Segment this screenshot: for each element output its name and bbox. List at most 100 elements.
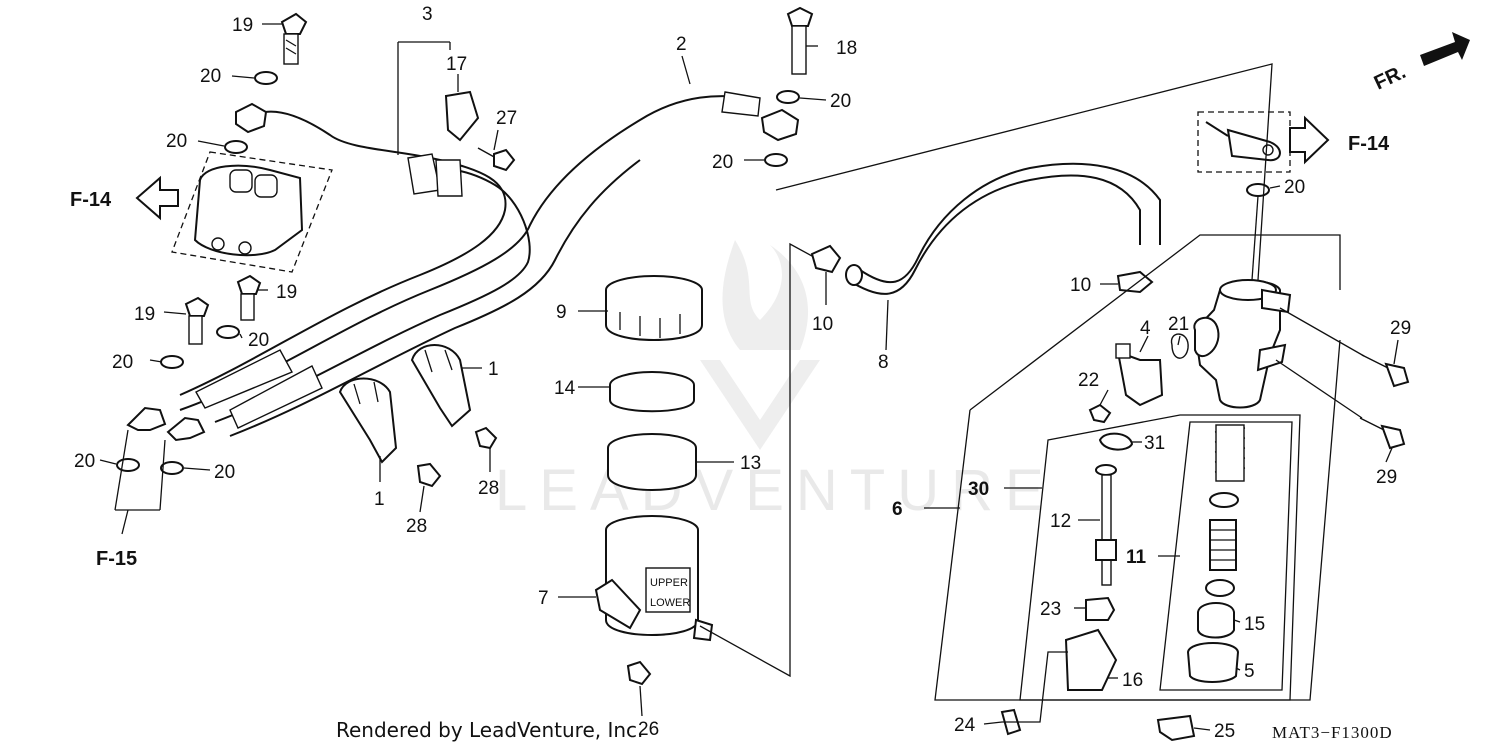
callout-22: 22	[1078, 370, 1099, 391]
reservoir-hose-8	[845, 162, 1161, 295]
direction-arrow-icon	[1420, 32, 1470, 66]
callout-13: 13	[740, 453, 761, 474]
screw-22	[1088, 403, 1112, 424]
banjo-bolt-19-lower-left	[184, 296, 210, 345]
washer-20	[764, 153, 788, 167]
callout-15: 15	[1244, 614, 1265, 635]
boot-5	[1186, 642, 1240, 683]
circlip-15	[1197, 602, 1235, 639]
reservoir-7: UPPER LOWER	[594, 515, 714, 642]
push-rod-12	[1095, 464, 1117, 586]
callout-4: 4	[1140, 318, 1151, 339]
leader-lines	[99, 23, 1399, 731]
callout-21: 21	[1168, 314, 1189, 335]
callout-18: 18	[836, 38, 857, 59]
callout-20: 20	[1284, 177, 1305, 198]
washer-20	[1246, 183, 1270, 197]
banjo-fitting	[166, 416, 206, 442]
reference-arrow-icon	[1289, 115, 1330, 165]
hose-clamp-17	[444, 90, 480, 142]
watermark-text: LEADVENTURE	[495, 458, 1056, 523]
washer-20	[216, 325, 240, 339]
callout-28: 28	[478, 478, 499, 499]
bolt-28	[416, 462, 442, 488]
bolt-27	[477, 147, 516, 172]
callouts: 19 3 17 2 18 20 20 27 20 20 F-14 F-14 20…	[70, 4, 1411, 742]
callout-19: 19	[232, 15, 253, 36]
f14-reference-box	[1197, 111, 1291, 173]
hose-clamp-1-right	[410, 344, 472, 428]
master-cylinder	[1193, 279, 1292, 409]
callout-12: 12	[1050, 511, 1071, 532]
ref-f15: F-15	[96, 548, 137, 570]
hose-clamp-1-left	[338, 377, 398, 464]
callout-20: 20	[74, 451, 95, 472]
callout-20: 20	[166, 131, 187, 152]
callout-7: 7	[538, 588, 549, 609]
lower-mark: LOWER	[650, 597, 690, 609]
callout-25: 25	[1214, 721, 1235, 742]
diagram-code: MAT3−F1300D	[1272, 723, 1393, 742]
banjo-fitting	[760, 108, 800, 142]
callout-5: 5	[1244, 661, 1255, 682]
cotter-25	[1156, 714, 1196, 742]
joint-16	[1064, 628, 1118, 691]
washer-20	[254, 71, 278, 85]
bolt-29-upper	[1361, 354, 1410, 388]
callout-14: 14	[554, 378, 576, 399]
footer-text: Rendered by LeadVenture, Inc.	[336, 718, 643, 742]
callout-17: 17	[446, 54, 467, 75]
callout-20: 20	[214, 462, 235, 483]
callout-9: 9	[556, 302, 567, 323]
bolt-28	[474, 426, 498, 450]
reservoir-cap-9	[605, 275, 703, 341]
nut-23	[1085, 596, 1116, 621]
banjo-bolt-19-lower-right	[236, 274, 262, 321]
bolt-26	[626, 660, 652, 686]
joint-4	[1115, 343, 1164, 407]
kit-30-frame	[1019, 414, 1301, 701]
banjo-fitting	[126, 406, 167, 431]
callout-30: 30	[968, 479, 989, 500]
callout-10: 10	[1070, 275, 1091, 296]
ref-f14-right: F-14	[1348, 133, 1390, 155]
callout-27: 27	[496, 108, 517, 129]
callout-1: 1	[374, 489, 385, 510]
bolt-29-lower	[1359, 417, 1406, 450]
ref-f14-left: F-14	[70, 189, 112, 211]
hose-clip-10-left	[810, 244, 842, 274]
callout-2: 2	[676, 34, 687, 55]
callout-20: 20	[112, 352, 133, 373]
upper-mark: UPPER	[650, 577, 688, 589]
callout-20: 20	[248, 330, 269, 351]
callout-26: 26	[638, 719, 659, 740]
callout-20: 20	[200, 66, 221, 87]
callout-11: 11	[1126, 547, 1147, 568]
callout-1: 1	[488, 359, 499, 380]
direction-label: FR.	[1371, 61, 1409, 95]
callout-28: 28	[406, 516, 427, 537]
washer-20	[160, 355, 184, 369]
banjo-fitting	[235, 102, 268, 134]
callout-29: 29	[1390, 318, 1411, 339]
diaphragm-13	[607, 433, 697, 491]
callout-19: 19	[276, 282, 297, 303]
diaphragm-plate-14	[609, 371, 695, 413]
spring-piston-11	[1205, 424, 1246, 597]
callout-29: 29	[1376, 467, 1397, 488]
callout-10: 10	[812, 314, 833, 335]
callout-6: 6	[892, 499, 903, 520]
washer-20	[776, 90, 800, 104]
callout-19: 19	[134, 304, 155, 325]
washer-20	[224, 140, 248, 154]
washer-20	[116, 458, 140, 472]
callout-3: 3	[422, 4, 433, 25]
kit-6-frame	[969, 234, 1341, 411]
callout-20: 20	[712, 152, 733, 173]
callout-8: 8	[878, 352, 889, 373]
o-ring-21	[1170, 333, 1189, 359]
callout-23: 23	[1040, 599, 1061, 620]
hose-clip-10-right	[1116, 270, 1154, 294]
